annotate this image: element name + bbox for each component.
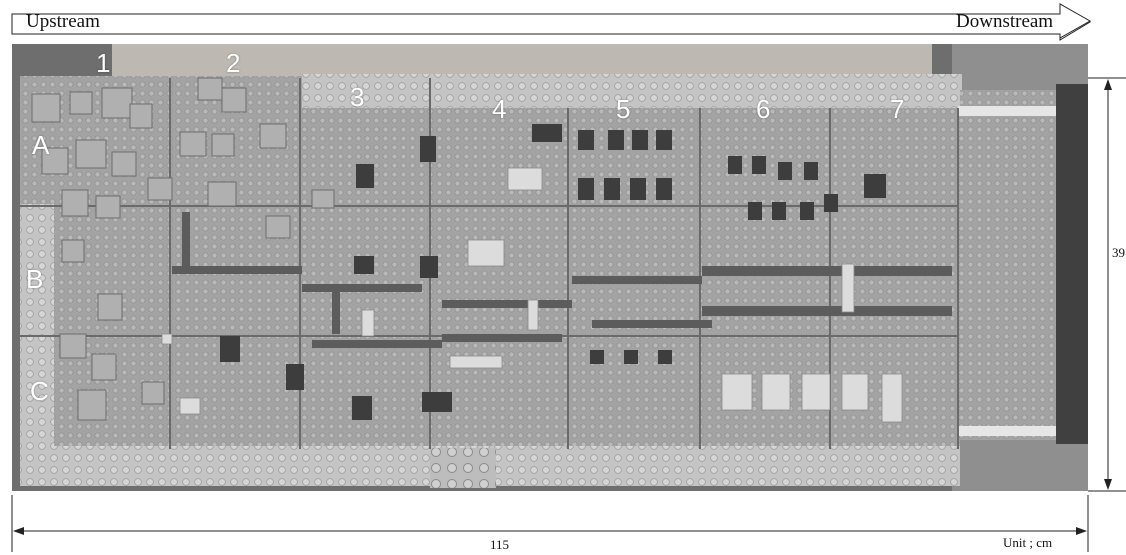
zone-label-b: B [26,264,44,294]
segment-label-1: 1 [96,48,111,78]
unit-label: Unit ; cm [1003,535,1053,550]
segment-label-6: 6 [756,94,771,124]
upstream-label: Upstream [26,11,100,32]
downstream-label: Downstream [956,11,1054,32]
segment-label-2: 2 [226,48,241,78]
flow-direction-arrow [11,3,1092,41]
segment-label-3: 3 [350,82,365,112]
lego-flume-photo: 1 2 3 4 5 6 7 A B C [12,44,1088,491]
zone-label-a: A [32,130,50,160]
width-dimension-label: 39 [1112,245,1125,260]
segment-label-7: 7 [890,94,905,124]
segment-label-5: 5 [616,94,631,124]
lego-model-illustration [12,44,1088,491]
length-dimension-label: 115 [490,537,510,552]
segment-label-4: 4 [492,94,507,124]
zone-label-c: C [30,376,49,406]
